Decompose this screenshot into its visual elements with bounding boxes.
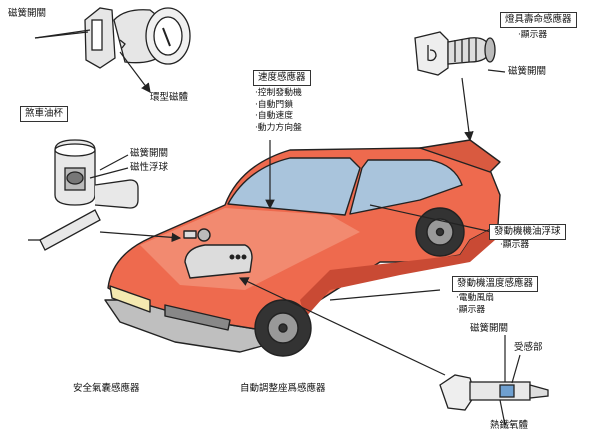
engine-temp-sensor-part xyxy=(439,374,549,411)
car xyxy=(104,139,501,357)
lamp-item: 顯示器 xyxy=(518,30,547,42)
speed-item: 自動速度 xyxy=(255,111,302,123)
engine-oil-list: 顯示器 xyxy=(500,240,529,252)
car-side-shadow xyxy=(300,225,498,318)
brake-fluid-cup-part xyxy=(28,139,139,251)
engine-oil-item: 顯示器 xyxy=(500,240,529,252)
label-engine-temp-sensor: 發動機溫度感應器 xyxy=(452,276,539,292)
car-headlight xyxy=(109,285,151,313)
label-temp-reed-switch: 磁簧開關 xyxy=(470,323,509,334)
label-speed-sensor: 速度感應器 xyxy=(253,70,311,86)
label-lamp-reed-switch: 磁簧開關 xyxy=(508,66,547,77)
car-rear xyxy=(419,139,501,173)
engine-temp-item: 顯示器 xyxy=(456,305,494,317)
label-reed-switch-top: 磁簧開關 xyxy=(8,8,47,19)
car-windshield xyxy=(227,157,361,216)
label-sensing-part: 受感部 xyxy=(514,342,543,353)
speed-item: 自動門鎖 xyxy=(255,100,302,112)
label-seat-sensor: 自動調整座爲感應器 xyxy=(240,383,326,394)
dashboard-module xyxy=(184,244,253,279)
car-side-window xyxy=(349,159,463,215)
label-ring-magnet: 環型磁體 xyxy=(150,92,189,103)
reed-switch-ring-magnet xyxy=(34,7,191,69)
label-brake-reed-switch: 磁簧開關 xyxy=(130,148,169,159)
speed-sensor-list: 控制發動機 自動門鎖 自動速度 動力方向盤 xyxy=(255,88,302,134)
label-magnetic-float: 磁性浮球 xyxy=(130,162,169,173)
lamp-life-sensor-part xyxy=(414,31,496,76)
engine-temp-list: 電動風扇 顯示器 xyxy=(456,293,494,316)
label-heat-magnet: 熱鐵氧體 xyxy=(490,420,529,431)
label-engine-oil-float: 發動機機油浮球 xyxy=(489,224,566,240)
label-lamp-life-sensor: 燈具壽命感應器 xyxy=(500,12,577,28)
label-airbag-sensor: 安全氣囊感應器 xyxy=(73,383,140,394)
engine-temp-item: 電動風扇 xyxy=(456,293,494,305)
speed-sensor-part xyxy=(183,228,211,242)
car-grille xyxy=(164,304,231,331)
label-brake-fluid-cup: 煞車油杯 xyxy=(20,106,69,122)
lamp-sensor-list: 顯示器 xyxy=(518,30,547,42)
connector-lines xyxy=(34,31,521,426)
speed-item: 動力方向盤 xyxy=(255,123,302,135)
speed-item: 控制發動機 xyxy=(255,88,302,100)
